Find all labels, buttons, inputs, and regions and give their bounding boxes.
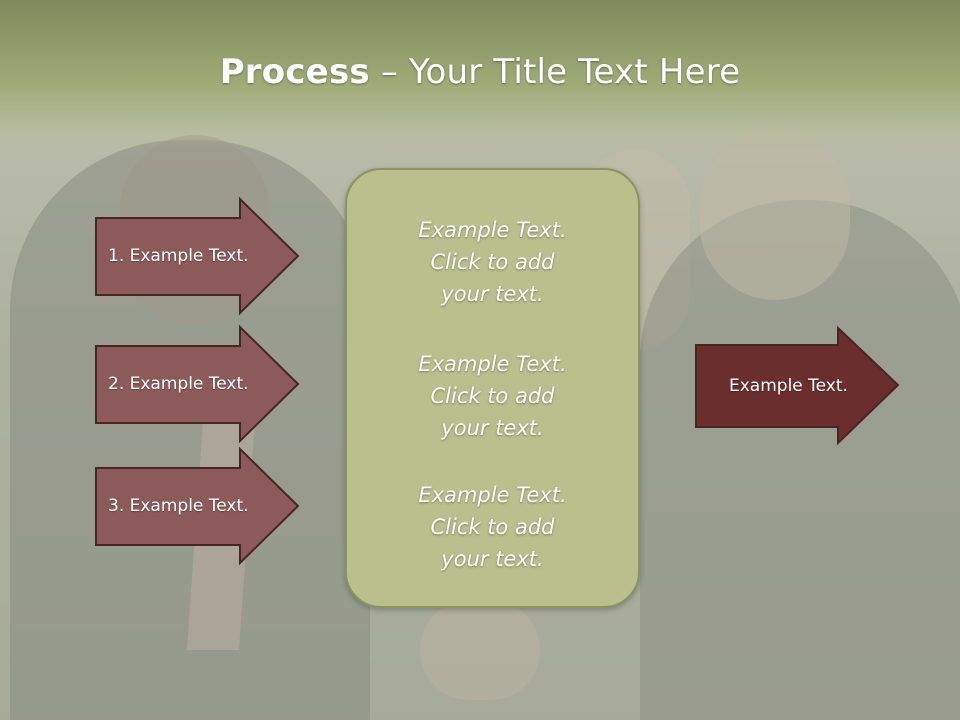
step-arrow-3[interactable]: 3. Example Text. <box>95 446 300 566</box>
center-text-2[interactable]: Example Text. Click to add your text. <box>418 352 567 440</box>
step-label-1: 1. Example Text. <box>108 246 249 266</box>
arrow-shape <box>695 325 900 446</box>
center-text-3[interactable]: Example Text. Click to add your text. <box>418 483 567 571</box>
step-label-2: 2. Example Text. <box>108 374 249 394</box>
result-label: Example Text. <box>729 376 848 396</box>
result-arrow[interactable]: Example Text. <box>695 325 900 446</box>
center-text-box[interactable]: Example Text. Click to add your text. Ex… <box>345 168 640 608</box>
slide-title[interactable]: Process – Your Title Text Here <box>0 52 960 92</box>
step-arrow-1[interactable]: 1. Example Text. <box>95 196 300 316</box>
arrow-shape <box>95 324 300 444</box>
arrow-shape <box>95 446 300 566</box>
title-band <box>0 0 960 150</box>
center-text-1[interactable]: Example Text. Click to add your text. <box>418 218 567 306</box>
title-rest: – Your Title Text Here <box>369 52 741 92</box>
step-label-3: 3. Example Text. <box>108 496 249 516</box>
step-arrow-2[interactable]: 2. Example Text. <box>95 324 300 444</box>
title-bold: Process <box>219 52 370 92</box>
arrow-shape <box>95 196 300 316</box>
